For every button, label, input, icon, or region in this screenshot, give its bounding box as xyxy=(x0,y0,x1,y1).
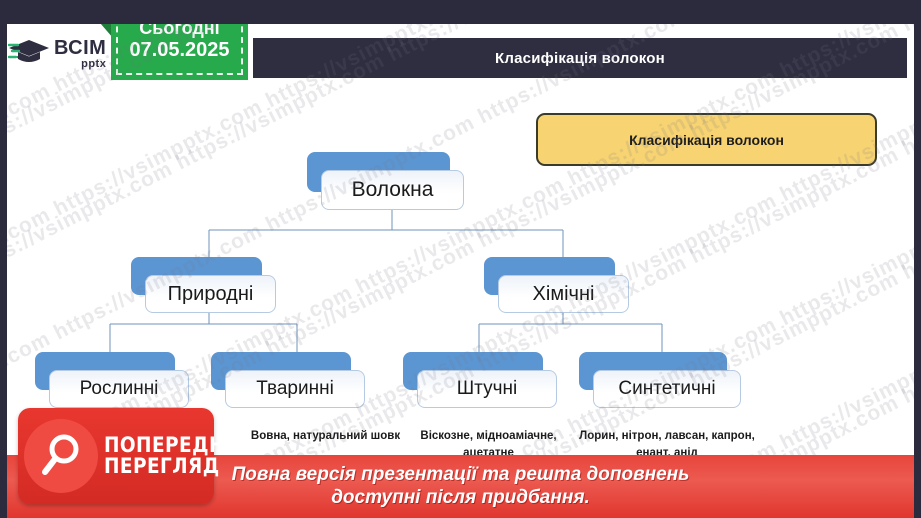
node-label: Волокна xyxy=(351,178,434,201)
brand-logo-text: ВСІМ pptx xyxy=(54,38,106,70)
frame-top-edge xyxy=(0,0,921,24)
node-face: Штучні xyxy=(417,370,557,408)
node-label: Хімічні xyxy=(532,282,595,305)
node-syntetychni[interactable]: Синтетичні xyxy=(579,352,741,408)
node-label: Штучні xyxy=(456,378,518,399)
node-face: Хімічні xyxy=(498,275,629,313)
page-title: Класифікація волокон xyxy=(495,49,665,67)
node-khimichni[interactable]: Хімічні xyxy=(484,257,629,313)
node-face: Природні xyxy=(145,275,276,313)
node-face: Тваринні xyxy=(225,370,365,408)
node-face: Рослинні xyxy=(49,370,189,408)
brand-name: ВСІМ xyxy=(54,37,107,59)
frame-right-edge xyxy=(914,0,921,518)
node-shtuchni[interactable]: Штучні xyxy=(403,352,557,408)
preview-badge-line1: ПОПЕРЕДНІЙ xyxy=(104,433,249,457)
graduation-cap-icon xyxy=(8,40,49,62)
preview-badge-line2: ПЕРЕГЛЯД xyxy=(104,454,220,478)
frame-left-edge xyxy=(0,0,7,518)
brand-logo[interactable]: ВСІМ pptx xyxy=(8,30,116,78)
node-label: Природні xyxy=(167,282,254,305)
purchase-banner-line2: доступні після придбання. xyxy=(331,486,590,508)
purchase-banner-line1: Повна версія презентації та решта доповн… xyxy=(231,464,690,486)
node-tvarynni[interactable]: Тваринні xyxy=(211,352,365,408)
node-face: Волокна xyxy=(321,170,464,210)
node-label: Рослинні xyxy=(79,378,159,399)
node-volokna[interactable]: Волокна xyxy=(307,152,464,210)
magnifier-icon xyxy=(42,434,79,475)
slide-header-bar: Класифікація волокон xyxy=(253,38,907,78)
node-label: Синтетичні xyxy=(618,378,716,399)
preview-badge[interactable]: ПОПЕРЕДНІЙ ПЕРЕГЛЯД xyxy=(18,408,248,504)
node-face: Синтетичні xyxy=(593,370,741,408)
brand-suffix: pptx xyxy=(81,58,107,70)
preview-badge-circle xyxy=(24,419,98,493)
callout-classification: Класифікація волокон xyxy=(536,113,877,166)
node-pryrodni[interactable]: Природні xyxy=(131,257,276,313)
caption-tvarynni: Вовна, натуральний шовк xyxy=(250,430,401,442)
date-badge-date: 07.05.2025 xyxy=(129,38,230,61)
node-label: Тваринні xyxy=(256,378,334,399)
preview-badge-text: ПОПЕРЕДНІЙ ПЕРЕГЛЯД xyxy=(104,435,268,477)
callout-label: Класифікація волокон xyxy=(629,131,784,148)
node-roslynni[interactable]: Рослинні xyxy=(35,352,189,408)
